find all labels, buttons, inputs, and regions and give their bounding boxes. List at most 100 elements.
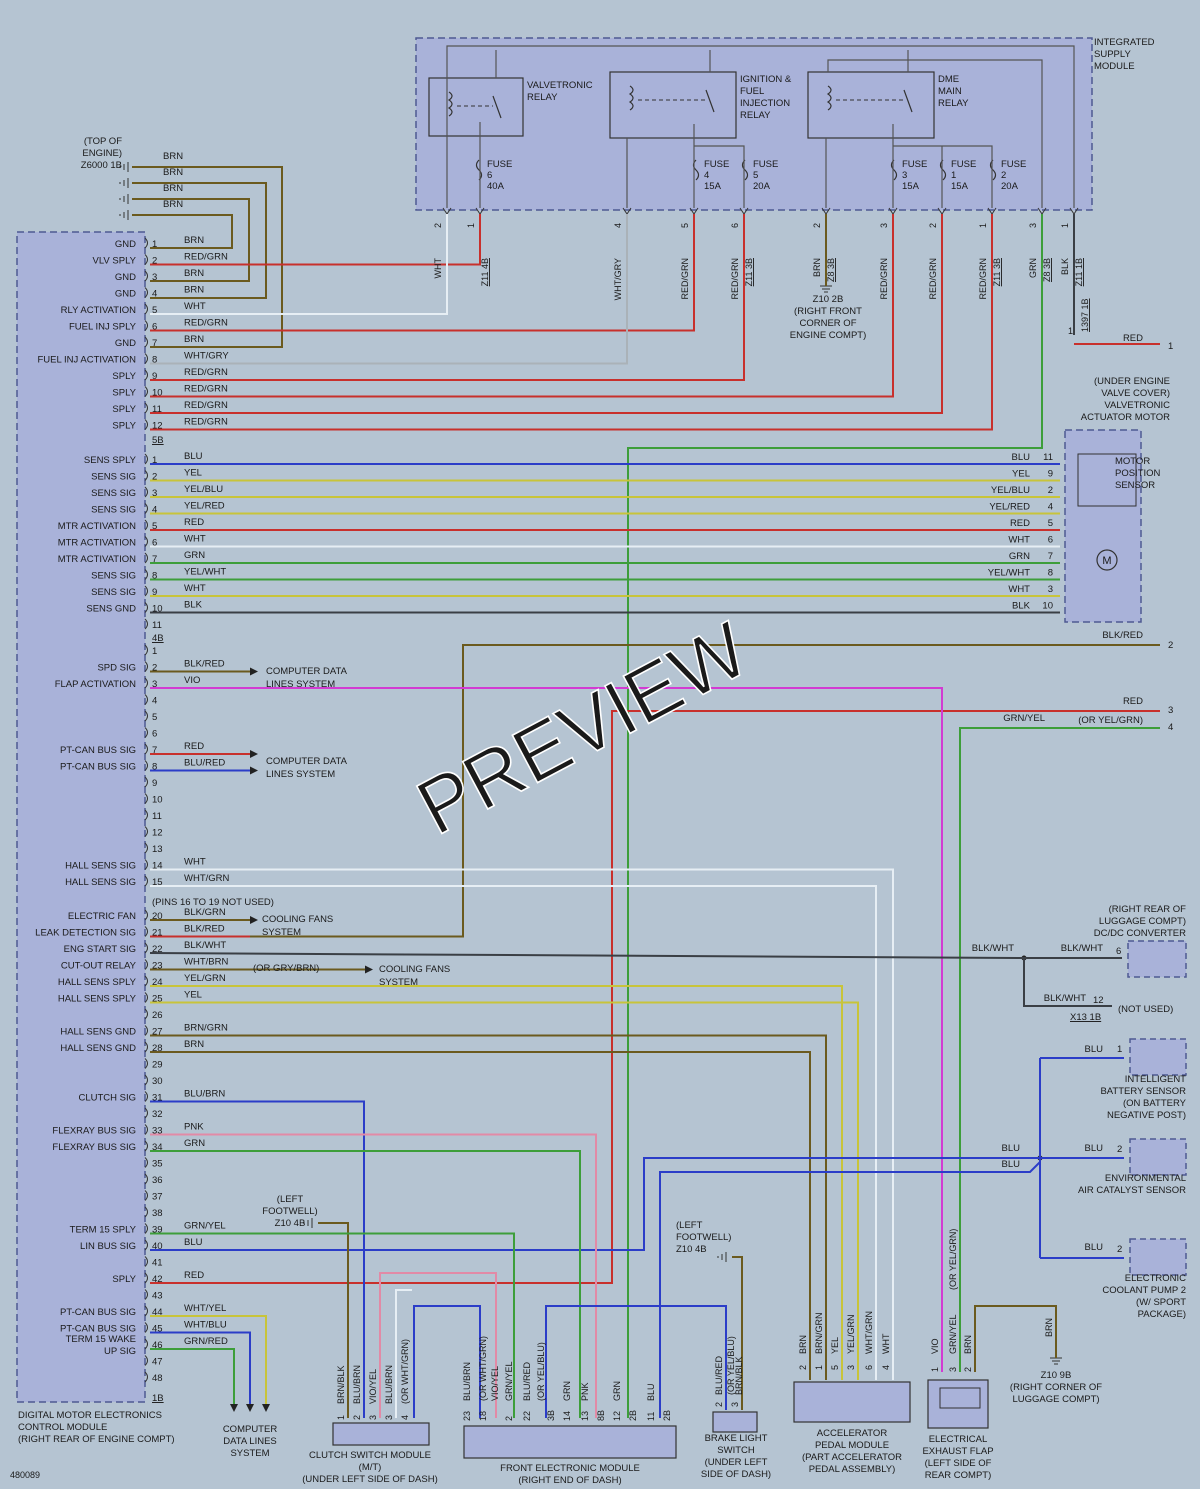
- dme-signal-name: SPLY: [112, 388, 136, 399]
- pin-number: 4: [1048, 502, 1053, 513]
- module-title: ELECTRICAL: [929, 1434, 988, 1445]
- pin-number: 6: [864, 1365, 874, 1370]
- ism-title: INTEGRATED: [1094, 37, 1155, 48]
- fuse-label: 2: [1001, 170, 1006, 181]
- pin-number: 5: [830, 1365, 840, 1370]
- dme-pin-number: 23: [152, 961, 163, 972]
- dme-wire-color: YEL/WHT: [184, 567, 226, 578]
- pin-terminal-icon: [144, 536, 148, 547]
- ism-internal-line: [694, 145, 745, 208]
- dme-wire-color: BLK: [184, 600, 203, 611]
- ism-title: SUPPLY: [1094, 49, 1131, 60]
- module-title: LUGGAGE COMPT): [1099, 916, 1186, 927]
- ism-pin-number: 2: [812, 223, 822, 228]
- pin-terminal-icon: [144, 727, 148, 738]
- wire-grn-red: [150, 1348, 235, 1404]
- wire-grn: [150, 1150, 581, 1418]
- dme-pin-number: 34: [152, 1142, 163, 1153]
- pin-number: 8B: [596, 1410, 606, 1421]
- wire-color: (OR YEL/BLU): [536, 1342, 546, 1401]
- wire-vio: [150, 687, 943, 1372]
- fuse-icon: [989, 159, 997, 181]
- dme-signal-name: TERM 15 SPLY: [70, 1225, 137, 1236]
- dme-signal-name: ENG START SIG: [64, 944, 136, 955]
- pin-terminal-icon: [144, 503, 148, 514]
- ground-label: Z10 2B: [813, 294, 844, 305]
- pin-terminal-icon: [144, 1371, 148, 1383]
- dme-pin-number: 44: [152, 1307, 163, 1318]
- dme-signal-name: SENS SIG: [91, 571, 136, 582]
- wire-wht: [150, 214, 448, 315]
- dme-signal-name: CLUTCH SIG: [78, 1093, 136, 1104]
- module-title: (W/ SPORT: [1136, 1297, 1186, 1308]
- relay-switch-icon: [705, 89, 715, 113]
- dme-pin-number: 11: [152, 811, 162, 822]
- module-title: ACCELERATOR: [817, 1428, 888, 1439]
- wire-red-grn: [150, 214, 745, 381]
- wire-wht-blu: [150, 1331, 251, 1404]
- module-title: (M/T): [359, 1462, 382, 1473]
- module-title: (UNDER LEFT SIDE OF DASH): [302, 1474, 437, 1485]
- dme-pin-number: 9: [152, 778, 157, 789]
- wire-color: BRN: [163, 183, 183, 194]
- system-ref: COMPUTER DATA: [266, 756, 348, 767]
- module-title: EXHAUST FLAP: [922, 1446, 993, 1457]
- fuse-label: 15A: [704, 181, 722, 192]
- dme-wire-color: RED/GRN: [184, 318, 228, 329]
- frem-box: [463, 1425, 677, 1459]
- wire-color: BLU: [1085, 1242, 1104, 1253]
- wire-pnk: [150, 1133, 597, 1418]
- pin-number: 4: [881, 1365, 891, 1370]
- dme-pin-number: 6: [152, 538, 157, 549]
- dme-pin-number: 8: [152, 762, 157, 773]
- pin-number: 12: [612, 1411, 622, 1421]
- dme-pin-number: 5: [152, 305, 157, 316]
- pin-number: 6: [1116, 946, 1121, 957]
- ism-connector-id: Z8 3B: [826, 258, 836, 282]
- pin-terminal-icon: [144, 1223, 148, 1234]
- flap-actuator-icon: [939, 1387, 981, 1409]
- pin-number: 2: [1117, 1244, 1122, 1255]
- fuse-label: FUSE: [902, 159, 927, 170]
- dme-signal-name: SENS SIG: [91, 587, 136, 598]
- dme-pin-number: 2: [152, 256, 157, 267]
- module-title: PEDAL MODULE: [815, 1440, 889, 1451]
- dme-connector-id: 4B: [152, 633, 164, 644]
- system-ref: COMPUTER: [223, 1424, 278, 1435]
- ism-pin-number: 2: [928, 223, 938, 228]
- pin-terminal-icon: [144, 975, 148, 987]
- dme-wire-color: GRN/YEL: [184, 1221, 226, 1232]
- relay-coil-icon: [826, 85, 832, 111]
- dme-signal-name: CUT-OUT RELAY: [61, 961, 137, 972]
- ground-label: (RIGHT FRONT: [794, 306, 862, 317]
- dme-caption: CONTROL MODULE: [18, 1422, 107, 1433]
- pin-terminal-icon: [144, 1107, 148, 1119]
- ism-wire-color: BRN: [812, 258, 822, 277]
- wire-color: VIO/YEL: [368, 1369, 378, 1404]
- wire-color: BRN: [798, 1335, 808, 1354]
- pin-terminal-icon: [144, 1305, 148, 1317]
- pin-terminal-icon: [144, 402, 148, 414]
- dme-wire-color: BLK/RED: [184, 659, 225, 670]
- position-sensor-box: [1077, 453, 1137, 507]
- ground-icon: [119, 178, 129, 188]
- pin-terminal-icon: [144, 486, 148, 498]
- module-title: (UNDER LEFT: [705, 1457, 768, 1468]
- dme-caption: (RIGHT REAR OF ENGINE COMPT): [18, 1434, 175, 1445]
- relay-name: VALVETRONIC: [527, 80, 593, 91]
- pin-terminal-icon: [144, 569, 148, 580]
- output-number: 3: [1168, 705, 1173, 716]
- wire-red-grn: [150, 214, 481, 266]
- pin-terminal-icon: [144, 1190, 148, 1201]
- system-ref: LINES SYSTEM: [266, 769, 335, 780]
- wire-color: YEL/WHT: [988, 568, 1030, 579]
- pin-number: 2: [504, 1416, 514, 1421]
- pin-terminal-icon: [144, 1322, 148, 1333]
- dme-signal-name: GND: [115, 272, 136, 283]
- dme-wire-color: GRN: [184, 550, 205, 561]
- pin-number: 2B: [662, 1410, 672, 1421]
- module-title: PACKAGE): [1138, 1309, 1186, 1320]
- module-title: (LEFT SIDE OF: [925, 1458, 992, 1469]
- pin-number: 3: [384, 1415, 394, 1420]
- arrow-icon: [250, 766, 258, 775]
